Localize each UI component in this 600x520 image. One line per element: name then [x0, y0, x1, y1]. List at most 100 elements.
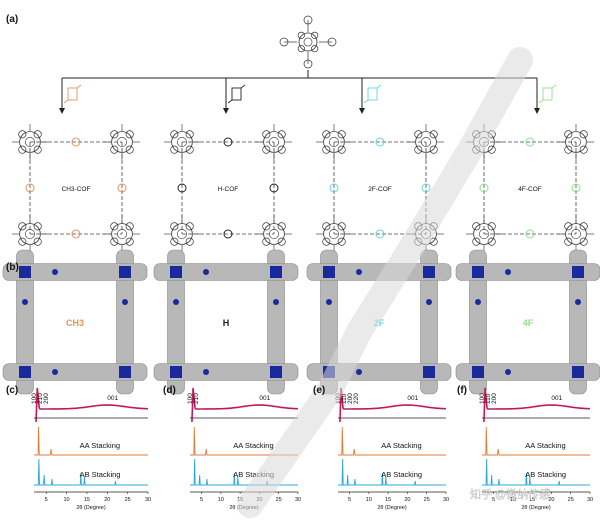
x-tick-label: 25: [125, 497, 131, 503]
framework-wall: [455, 263, 600, 281]
experimental-pattern: [339, 387, 447, 423]
nitrogen-atom: [575, 299, 581, 305]
x-axis-title: 2θ (Degree): [377, 505, 407, 511]
nitrogen-atom: [52, 369, 58, 375]
linker-ring: [269, 183, 279, 193]
framework-wall: [455, 363, 600, 381]
aa-pattern: [34, 426, 148, 456]
porphyrin-node: [18, 222, 42, 246]
linker-ring: [571, 183, 581, 193]
framework-wall: [16, 249, 34, 395]
arrow-head: [359, 108, 365, 114]
x-tick-label: 5: [492, 497, 495, 503]
linker-ring: [117, 183, 127, 193]
x-tick-label: 5: [348, 497, 351, 503]
framework-wall: [2, 363, 148, 381]
porphyrin-node: [322, 130, 346, 154]
pore-label: CH3: [66, 318, 84, 328]
porphyrin-node: [564, 130, 588, 154]
ab-label: AB Stacking: [233, 470, 274, 479]
framework-wall: [116, 249, 134, 395]
peak-label: 210: [37, 393, 44, 404]
x-tick-label: 25: [568, 497, 574, 503]
ab-pattern: [482, 458, 590, 486]
aa-label: AA Stacking: [233, 441, 273, 450]
peak-label: 001: [107, 395, 118, 402]
porphyrin-node: [18, 130, 42, 154]
cof-label: 4F-COF: [518, 186, 542, 193]
nitrogen-atom: [505, 369, 511, 375]
nitrogen-atom: [203, 269, 209, 275]
x-tick-label: 5: [200, 497, 203, 503]
pore-label: H: [223, 318, 230, 328]
framework-wall: [153, 263, 299, 281]
x-axis-title: 2θ (Degree): [521, 505, 551, 511]
linker-ring: [223, 137, 233, 147]
porphyrin-center: [472, 266, 484, 278]
x-tick-label: 25: [424, 497, 430, 503]
porphyrin-node: [170, 130, 194, 154]
peak-label: 200: [491, 393, 498, 404]
x-tick-label: 25: [276, 497, 282, 503]
arrow-head: [59, 108, 65, 114]
peak-label: 110: [485, 393, 492, 404]
linker-ring: [25, 183, 35, 193]
x-tick-label: 20: [104, 497, 110, 503]
porphyrin-node: [414, 130, 438, 154]
porphyrin-center: [170, 366, 182, 378]
linker-molecule: [538, 84, 557, 104]
cof-label: H-COF: [218, 186, 239, 193]
panel-label-f: (f): [457, 385, 467, 396]
peak-label: 200: [43, 393, 50, 404]
nitrogen-atom: [273, 299, 279, 305]
nitrogen-atom: [326, 299, 332, 305]
experimental-pattern: [191, 387, 299, 423]
aa-label: AA Stacking: [80, 441, 120, 450]
linker-molecule: [227, 84, 246, 104]
panel-label-c: (c): [6, 385, 19, 396]
cof-label: 2F-COF: [368, 186, 392, 193]
x-tick-label: 20: [404, 497, 410, 503]
x-axis-title: 2θ (Degree): [76, 505, 106, 511]
linker-molecule: [63, 84, 82, 104]
linker-ring: [479, 183, 489, 193]
nitrogen-atom: [52, 269, 58, 275]
ab-pattern: [34, 458, 148, 486]
nitrogen-atom: [426, 299, 432, 305]
linker-ring: [375, 229, 385, 239]
linker-ring: [223, 229, 233, 239]
peak-label: 110: [341, 393, 348, 404]
porphyrin-center: [572, 366, 584, 378]
space-filling-model: 4F: [455, 249, 600, 395]
x-tick-label: 15: [529, 497, 535, 503]
porphyrin-center: [270, 366, 282, 378]
porphyrin-node: [262, 130, 286, 154]
peak-label: 001: [407, 395, 418, 402]
tapp-monomer: [279, 15, 337, 69]
arrow-head: [534, 108, 540, 114]
framework-wall: [2, 263, 148, 281]
monomer-core: [297, 31, 319, 53]
framework-wall: [167, 249, 185, 395]
pore-label: 4F: [523, 318, 534, 328]
nitrogen-atom: [475, 299, 481, 305]
framework-wall: [267, 249, 285, 395]
x-tick-label: 10: [64, 497, 70, 503]
nitrogen-atom: [173, 299, 179, 305]
linker-ring: [71, 229, 81, 239]
porphyrin-center: [119, 266, 131, 278]
nitrogen-atom: [122, 299, 128, 305]
ab-label: AB Stacking: [525, 470, 566, 479]
x-tick-label: 15: [385, 497, 391, 503]
linker-ring: [421, 183, 431, 193]
x-tick-label: 30: [587, 497, 593, 503]
space-filling-model: H: [153, 249, 299, 395]
porphyrin-node: [170, 222, 194, 246]
x-tick-label: 10: [510, 497, 516, 503]
nitrogen-atom: [356, 369, 362, 375]
porphyrin-center: [270, 266, 282, 278]
x-tick-label: 10: [218, 497, 224, 503]
watermark-text: 知乎 @微纳传感: [470, 487, 550, 501]
